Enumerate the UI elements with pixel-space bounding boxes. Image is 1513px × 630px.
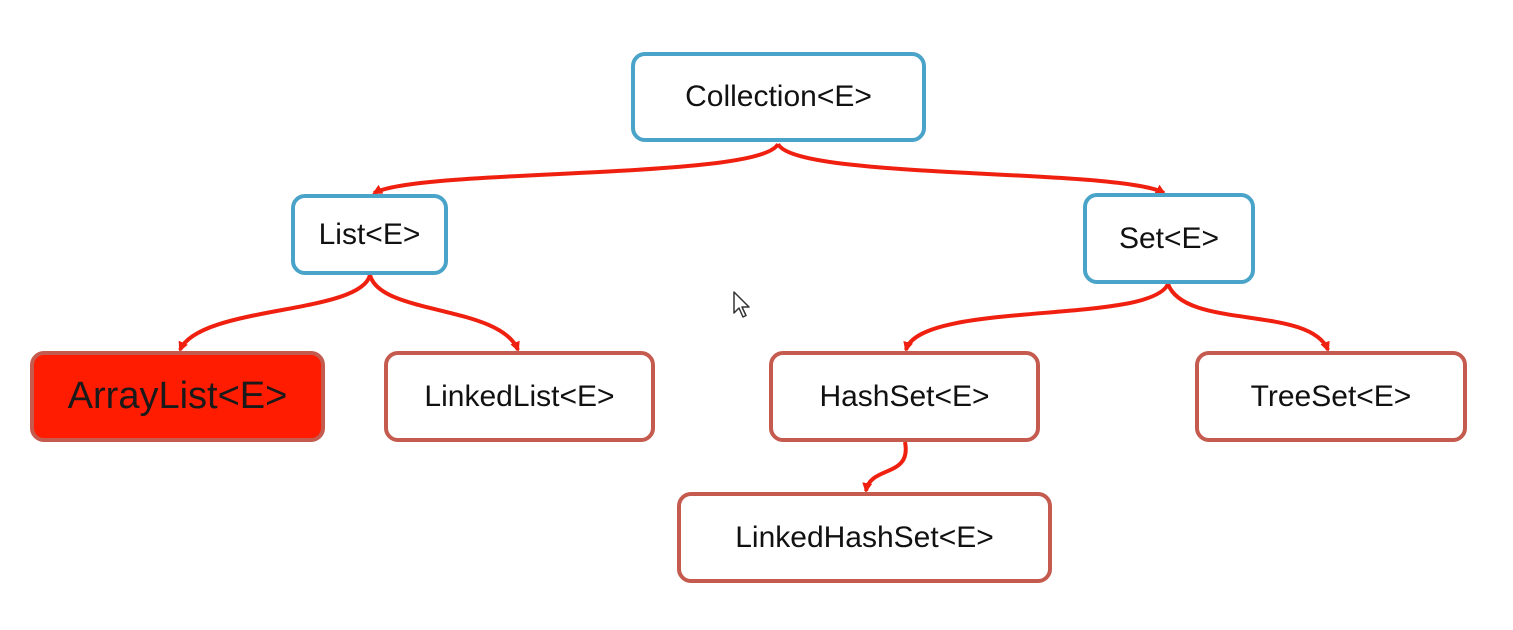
node-linkedlist: LinkedList<E> (384, 351, 655, 442)
node-set: Set<E> (1083, 193, 1255, 284)
node-arraylist: ArrayList<E> (30, 351, 325, 442)
mouse-pointer-icon (733, 291, 750, 318)
edge-set-hashset (903, 282, 1170, 352)
node-treeset: TreeSet<E> (1195, 351, 1467, 442)
edge-list-linkedlist (368, 274, 520, 352)
edge-set-treeset (1166, 283, 1330, 352)
node-collection: Collection<E> (631, 52, 926, 142)
node-hashset: HashSet<E> (769, 351, 1040, 442)
edge-collection-set (776, 142, 1166, 195)
node-list: List<E> (291, 194, 448, 275)
node-linkedhashset: LinkedHashSet<E> (677, 492, 1052, 583)
edge-hashset-linkedhashset (862, 441, 908, 493)
edge-list-arraylist (178, 274, 372, 352)
edge-collection-list (372, 142, 780, 195)
